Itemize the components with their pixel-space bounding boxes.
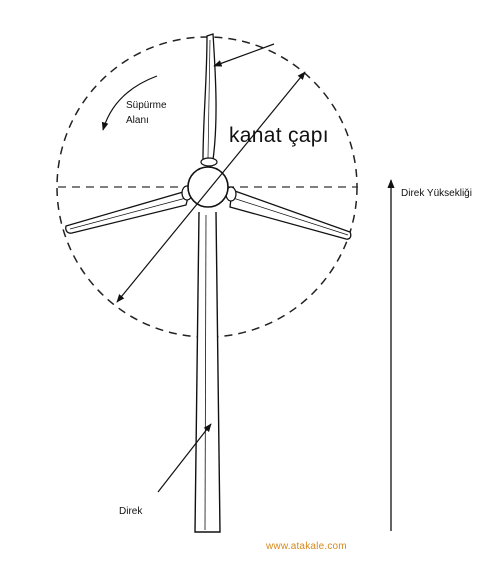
sweep-direction-arrow <box>101 75 158 131</box>
sweep-area-label-line1: Süpürme <box>126 100 167 111</box>
watermark: www.atakale.com <box>266 541 347 552</box>
tower-pointer <box>157 423 212 493</box>
blade-left-edge <box>69 197 187 230</box>
sweep-area-label: Süpürme Alanı <box>126 98 167 128</box>
blade-tip-pointer <box>213 43 275 67</box>
blade-right-edge <box>232 197 349 236</box>
sweep-area-label-line2: Alanı <box>126 115 149 126</box>
blade-diameter-arrow <box>116 71 306 303</box>
blade-root-top <box>200 157 218 167</box>
tower-height-label: Direk Yüksekliği <box>401 188 472 199</box>
blade-left <box>65 189 191 234</box>
tower-label: Direk <box>119 506 143 517</box>
blade-diameter-label: kanat çapı <box>229 124 329 147</box>
blade-right <box>229 189 352 240</box>
tower <box>194 211 221 533</box>
